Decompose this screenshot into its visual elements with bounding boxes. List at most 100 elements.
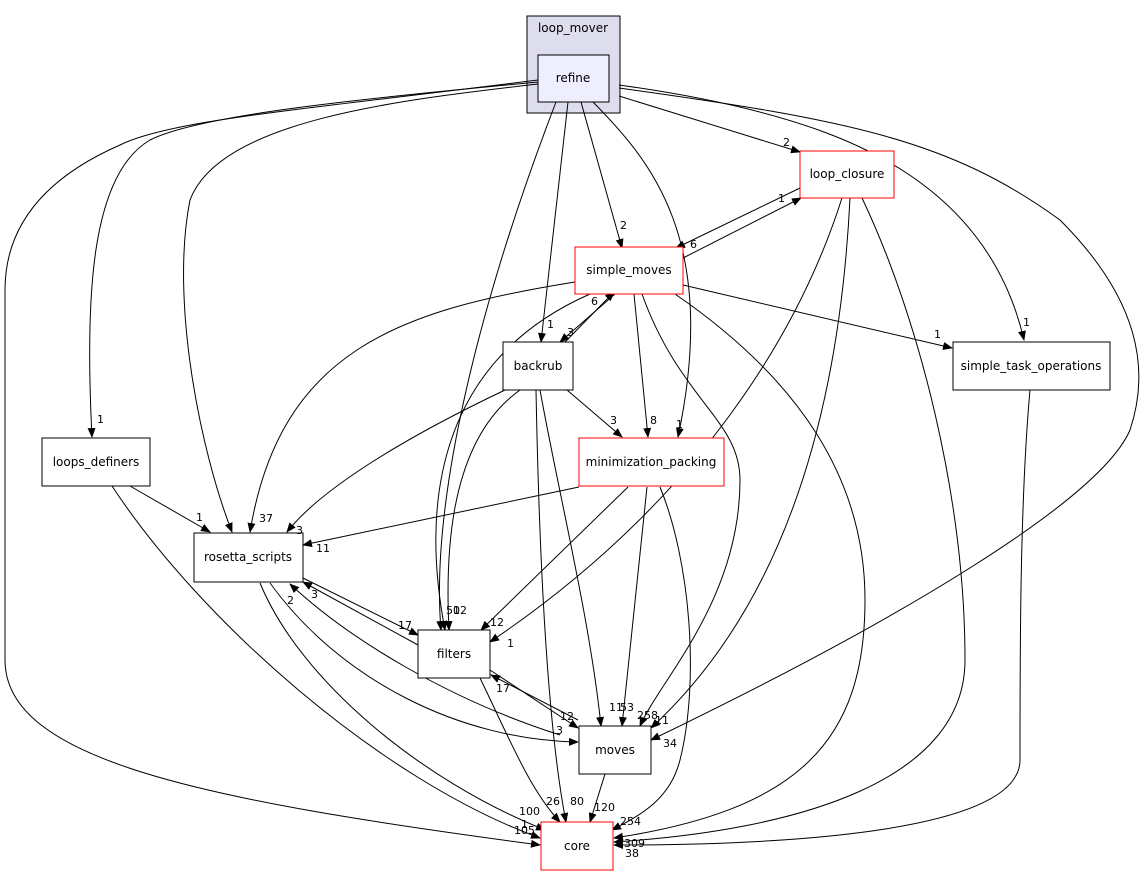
edge-rosetta-filters bbox=[302, 577, 419, 636]
node-loop-closure[interactable]: loop_closure bbox=[799, 150, 895, 199]
node-box bbox=[952, 341, 1111, 391]
edge-label: 254 bbox=[620, 815, 641, 828]
edge-refine-loop-closure bbox=[618, 95, 801, 154]
edge-backrub-minimization bbox=[566, 389, 623, 438]
node-label: moves bbox=[595, 743, 635, 757]
edge-backrub-simple-moves bbox=[564, 291, 615, 343]
node-box bbox=[578, 725, 652, 775]
node-box bbox=[41, 437, 151, 487]
edge-label: 11 bbox=[316, 542, 330, 555]
node-refine[interactable]: refine bbox=[537, 54, 610, 103]
edge-label: 100 bbox=[519, 805, 540, 818]
node-label: minimization_packing bbox=[586, 455, 717, 469]
edge-label: 1 bbox=[521, 818, 528, 831]
edge-label: 8 bbox=[650, 414, 657, 427]
edge-refine-backrub bbox=[538, 101, 569, 343]
edge-label: 1 bbox=[1023, 316, 1030, 329]
node-box bbox=[799, 150, 895, 199]
node-simple-moves[interactable]: simple_moves bbox=[574, 246, 684, 295]
edge-label: 38 bbox=[625, 847, 639, 860]
node-label: refine bbox=[556, 71, 591, 85]
edge-label: 1 bbox=[778, 192, 785, 205]
edge-moves-rosetta bbox=[289, 583, 561, 736]
edge-label: 12 bbox=[490, 616, 504, 629]
node-box bbox=[537, 54, 610, 103]
edge-label: 1 bbox=[97, 413, 104, 426]
edge-label: 2 bbox=[287, 594, 294, 607]
edge-refine-minimization bbox=[592, 101, 692, 438]
edge-rosetta-core bbox=[259, 582, 546, 831]
edge-label: 11 bbox=[609, 701, 623, 714]
edge-simple-moves-minimization bbox=[633, 293, 652, 438]
edge-minimization-rosetta bbox=[302, 486, 580, 548]
edge-label: 17 bbox=[398, 619, 412, 632]
edge-refine-rosetta bbox=[183, 83, 539, 533]
edge-label: 258 bbox=[637, 709, 658, 722]
node-label: backrub bbox=[514, 359, 563, 373]
node-label: loop_closure bbox=[810, 167, 885, 181]
edge-label: 3 bbox=[556, 724, 563, 737]
edge-simple-moves-simple-task bbox=[682, 284, 953, 350]
node-loops-definers[interactable]: loops_definers bbox=[41, 437, 151, 487]
edge-backrub-core bbox=[535, 389, 569, 823]
edge-backrub-moves bbox=[539, 389, 605, 727]
edge-label: 12 bbox=[560, 710, 574, 723]
edge-label: 80 bbox=[570, 795, 584, 808]
edge-simple-moves-loop-closure bbox=[682, 197, 802, 259]
edge-label: 2 bbox=[620, 219, 627, 232]
node-moves[interactable]: moves bbox=[578, 725, 652, 775]
node-label: filters bbox=[437, 647, 471, 661]
edge-moves-filters bbox=[490, 674, 579, 721]
edge-label: 26 bbox=[546, 795, 560, 808]
edge-simple-moves-core bbox=[613, 293, 866, 841]
node-label: loops_definers bbox=[53, 455, 140, 469]
edge-backrub-rosetta bbox=[286, 389, 506, 533]
node-simple-task-operations[interactable]: simple_task_operations bbox=[952, 341, 1111, 391]
node-rosetta-scripts[interactable]: rosetta_scripts bbox=[193, 532, 304, 583]
cluster-label: loop_mover bbox=[538, 21, 608, 35]
nodes: refine loop_closure simple_moves backrub… bbox=[41, 54, 1111, 871]
edge-simple-moves-rosetta bbox=[247, 281, 576, 533]
node-label: simple_task_operations bbox=[961, 359, 1102, 373]
node-box bbox=[417, 629, 491, 679]
edge-simple-moves-backrub bbox=[559, 293, 616, 343]
node-box bbox=[502, 341, 574, 391]
edge-label: 6 bbox=[591, 295, 598, 308]
node-label: core bbox=[564, 839, 590, 853]
edge-loops-definers-core bbox=[111, 485, 541, 839]
node-minimization-packing[interactable]: minimization_packing bbox=[578, 437, 725, 487]
edge-label: 120 bbox=[594, 801, 615, 814]
edge-label: 3 bbox=[567, 326, 574, 339]
edge-refine-moves bbox=[618, 87, 1140, 741]
edge-simple-moves-filters bbox=[435, 293, 591, 631]
edge-loop-closure-moves bbox=[650, 197, 851, 729]
node-box bbox=[578, 437, 725, 487]
edge-label: 1 bbox=[507, 637, 514, 650]
edge-label: 1 bbox=[196, 511, 203, 524]
edge-label: 3 bbox=[311, 588, 318, 601]
edge-label: 34 bbox=[663, 737, 677, 750]
edge-loop-closure-simple-moves bbox=[675, 187, 801, 249]
edge-minimization-filters bbox=[480, 486, 629, 631]
edge-label: 6 bbox=[690, 238, 697, 251]
edge-label: 3 bbox=[610, 414, 617, 427]
edge-moves-core bbox=[588, 773, 606, 823]
node-filters[interactable]: filters bbox=[417, 629, 491, 679]
node-core[interactable]: core bbox=[540, 821, 614, 871]
edge-loop-closure-filters bbox=[489, 197, 843, 643]
edge-label: 2 bbox=[783, 136, 790, 149]
node-box bbox=[574, 246, 684, 295]
edge-label: 1 bbox=[934, 328, 941, 341]
edge-refine-simple-task bbox=[618, 84, 1026, 341]
edge-backrub-filters bbox=[444, 389, 521, 631]
edges bbox=[4, 79, 1140, 849]
node-backrub[interactable]: backrub bbox=[502, 341, 574, 391]
edge-label: 1 bbox=[547, 318, 554, 331]
edge-simple-task-core bbox=[613, 389, 1031, 849]
edge-label: 37 bbox=[259, 512, 273, 525]
edge-label: 53 bbox=[620, 701, 634, 714]
edge-minimization-moves bbox=[618, 486, 648, 727]
node-label: simple_moves bbox=[586, 263, 671, 277]
edge-label: 105 bbox=[514, 824, 535, 837]
